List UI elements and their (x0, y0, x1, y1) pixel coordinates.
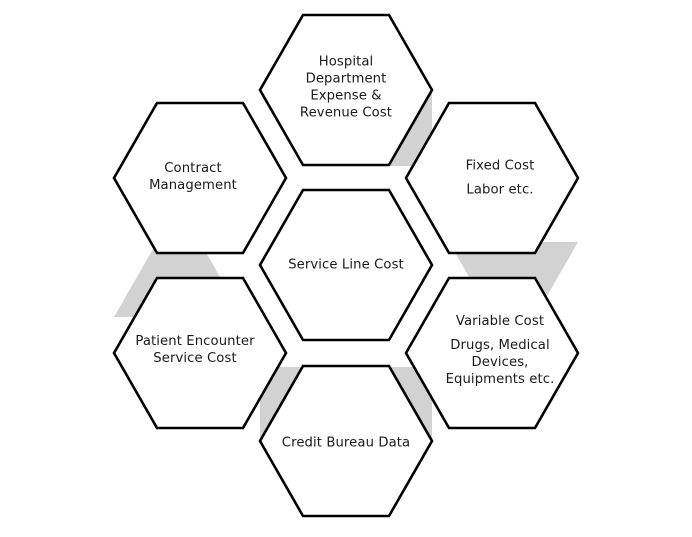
hexagon-patient-encounter-service-cost[interactable] (112, 276, 288, 430)
hexagon-service-line-cost[interactable] (258, 188, 434, 342)
hexagon-credit-bureau-data[interactable] (258, 364, 434, 518)
hexagon-fixed-cost[interactable] (404, 101, 580, 255)
hexagon-hospital-department-expense-revenue-cost[interactable] (258, 13, 434, 167)
hexagon-layer (112, 13, 580, 518)
hexagon-contract-management[interactable] (112, 101, 288, 255)
hexagon-variable-cost[interactable] (404, 276, 580, 430)
